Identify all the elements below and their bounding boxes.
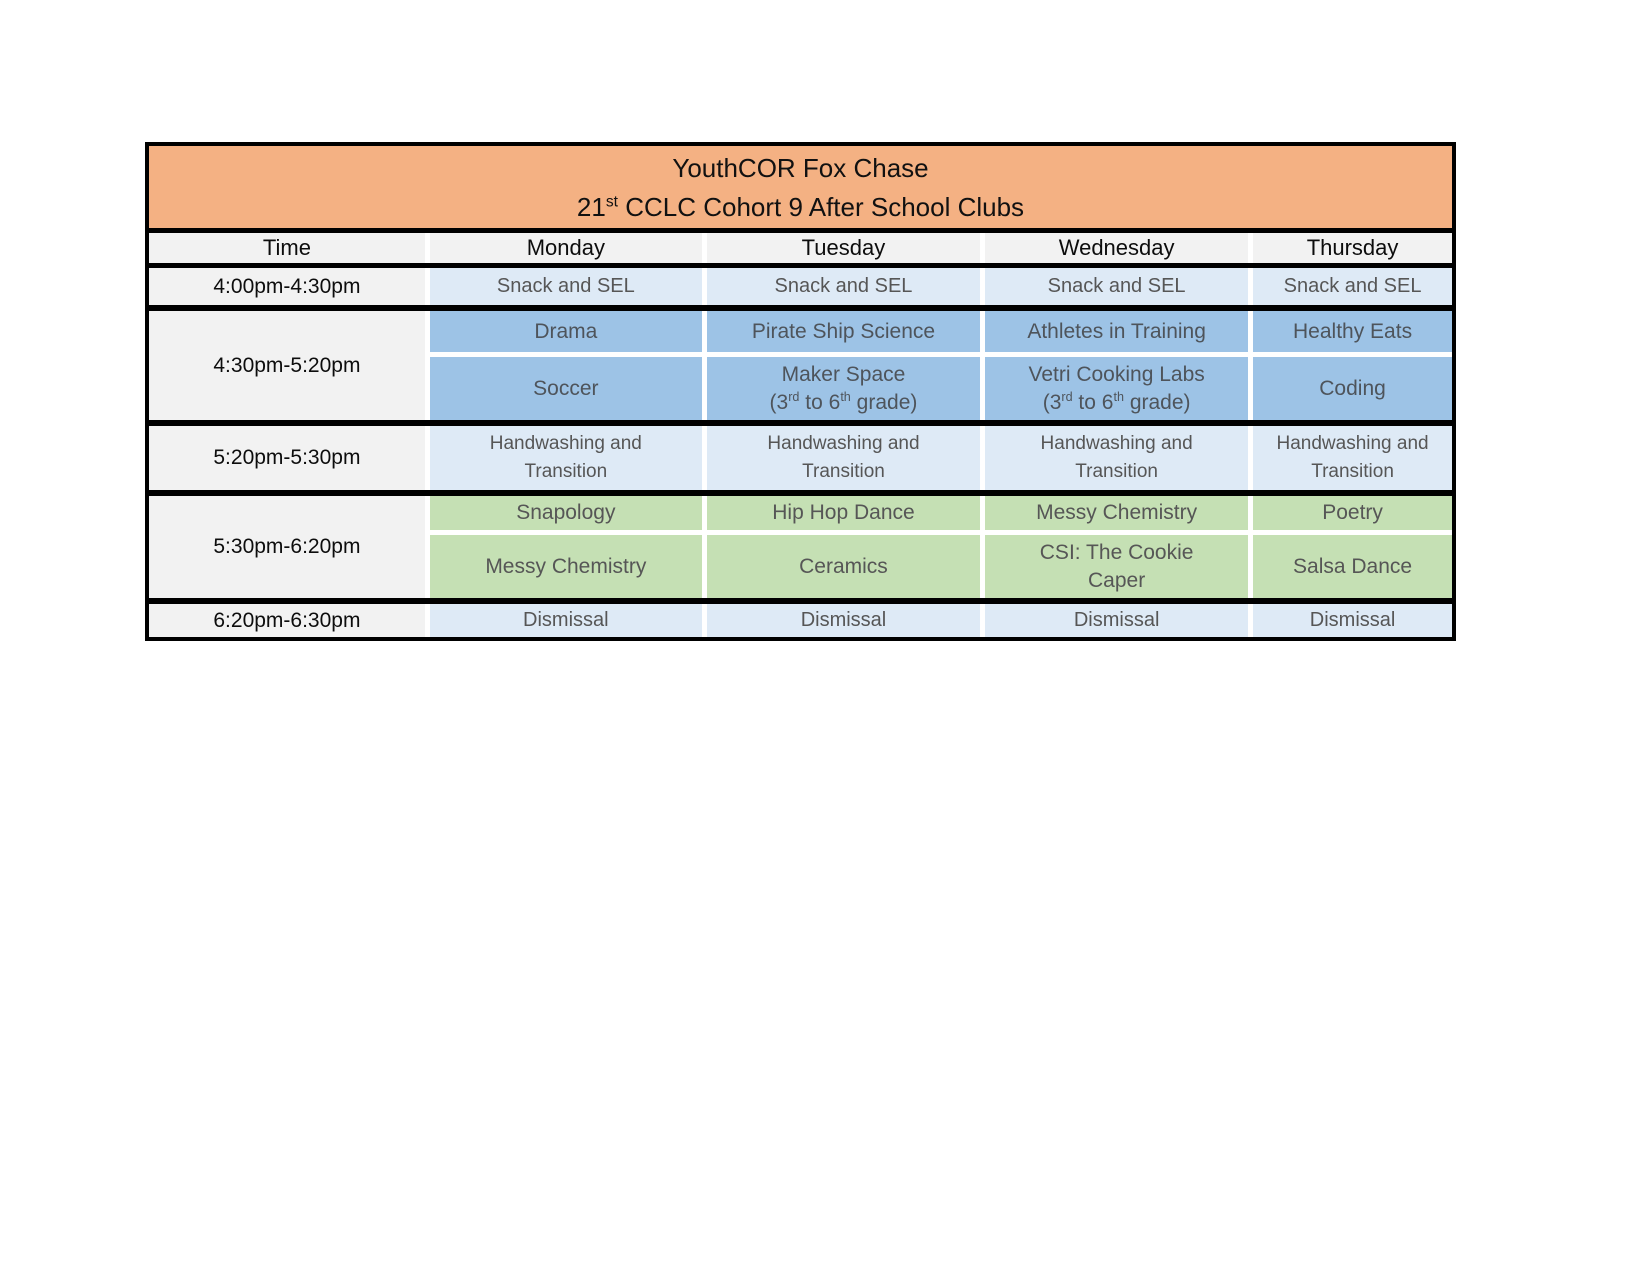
cell-monday-dismissal: Dismissal: [429, 604, 702, 637]
table-title-banner: YouthCOR Fox Chase 21st CCLC Cohort 9 Af…: [149, 146, 1452, 228]
cell-monday-drama: Drama: [429, 311, 702, 352]
cell-tuesday-maker-space: Maker Space (3rd to 6th grade): [706, 357, 981, 420]
row-group-late-clubs: 5:30pm-6:20pm Snapology Hip Hop Dance Me…: [149, 496, 1452, 598]
divider: [149, 420, 1452, 426]
title-line-2: 21st CCLC Cohort 9 After School Clubs: [149, 189, 1452, 225]
col-header-wednesday: Wednesday: [985, 233, 1249, 263]
divider: [149, 598, 1452, 604]
cell-monday-soccer: Soccer: [429, 357, 702, 420]
cell-thursday-salsa-dance: Salsa Dance: [1253, 535, 1452, 598]
cell-thursday-snack: Snack and SEL: [1253, 268, 1452, 305]
time-cell-dismissal: 6:20pm-6:30pm: [149, 604, 425, 637]
cell-tuesday-dismissal: Dismissal: [706, 604, 981, 637]
title-line-2-superscript: st: [605, 193, 618, 211]
cell-wednesday-csi-cookie-caper: CSI: The Cookie Caper: [985, 535, 1249, 598]
day-header-row: Time Monday Tuesday Wednesday Thursday: [149, 233, 1452, 263]
divider: [149, 490, 1452, 496]
cell-thursday-handwashing: Handwashing and Transition: [1253, 426, 1452, 490]
row-handwashing: 5:20pm-5:30pm Handwashing and Transition…: [149, 426, 1452, 490]
activity-name: Vetri Cooking Labs: [1028, 363, 1205, 387]
cell-tuesday-ceramics: Ceramics: [706, 535, 981, 598]
cell-thursday-dismissal: Dismissal: [1253, 604, 1452, 637]
row-snack: 4:00pm-4:30pm Snack and SEL Snack and SE…: [149, 268, 1452, 305]
cell-monday-handwashing: Handwashing and Transition: [429, 426, 702, 490]
cell-thursday-coding: Coding: [1253, 357, 1452, 420]
divider: [149, 305, 1452, 311]
cell-wednesday-athletes-in-training: Athletes in Training: [985, 311, 1249, 352]
cell-thursday-healthy-eats: Healthy Eats: [1253, 311, 1452, 352]
cell-monday-messy-chemistry: Messy Chemistry: [429, 535, 702, 598]
col-header-tuesday: Tuesday: [706, 233, 981, 263]
schedule-table: YouthCOR Fox Chase 21st CCLC Cohort 9 Af…: [145, 142, 1456, 641]
time-cell-snack: 4:00pm-4:30pm: [149, 268, 425, 305]
time-cell-early-clubs: 4:30pm-5:20pm: [149, 311, 425, 420]
cell-monday-snack: Snack and SEL: [429, 268, 702, 305]
title-line-1: YouthCOR Fox Chase: [672, 153, 929, 183]
cell-wednesday-vetri-cooking-labs: Vetri Cooking Labs (3rd to 6th grade): [985, 357, 1249, 420]
time-cell-late-clubs: 5:30pm-6:20pm: [149, 496, 425, 598]
activity-name: Maker Space: [781, 363, 906, 387]
divider: [149, 228, 1452, 233]
title-line-2-pre: 21: [576, 192, 606, 222]
row-group-early-clubs: 4:30pm-5:20pm Drama Pirate Ship Science …: [149, 311, 1452, 420]
col-header-time: Time: [149, 233, 425, 263]
cell-tuesday-handwashing: Handwashing and Transition: [706, 426, 981, 490]
cell-wednesday-snack: Snack and SEL: [985, 268, 1249, 305]
cell-wednesday-handwashing: Handwashing and Transition: [985, 426, 1249, 490]
cell-monday-snapology: Snapology: [429, 496, 702, 530]
col-header-monday: Monday: [429, 233, 702, 263]
time-cell-handwashing: 5:20pm-5:30pm: [149, 426, 425, 490]
cell-thursday-poetry: Poetry: [1253, 496, 1452, 530]
row-dismissal: 6:20pm-6:30pm Dismissal Dismissal Dismis…: [149, 604, 1452, 637]
col-header-thursday: Thursday: [1253, 233, 1452, 263]
grade-note: (3rd to 6th grade): [1042, 389, 1191, 414]
cell-tuesday-pirate-ship-science: Pirate Ship Science: [706, 311, 981, 352]
cell-wednesday-dismissal: Dismissal: [985, 604, 1249, 637]
divider: [149, 263, 1452, 268]
cell-wednesday-messy-chemistry: Messy Chemistry: [985, 496, 1249, 530]
cell-tuesday-snack: Snack and SEL: [706, 268, 981, 305]
grade-note: (3rd to 6th grade): [769, 389, 918, 414]
cell-tuesday-hip-hop-dance: Hip Hop Dance: [706, 496, 981, 530]
title-line-2-post: CCLC Cohort 9 After School Clubs: [617, 192, 1025, 222]
